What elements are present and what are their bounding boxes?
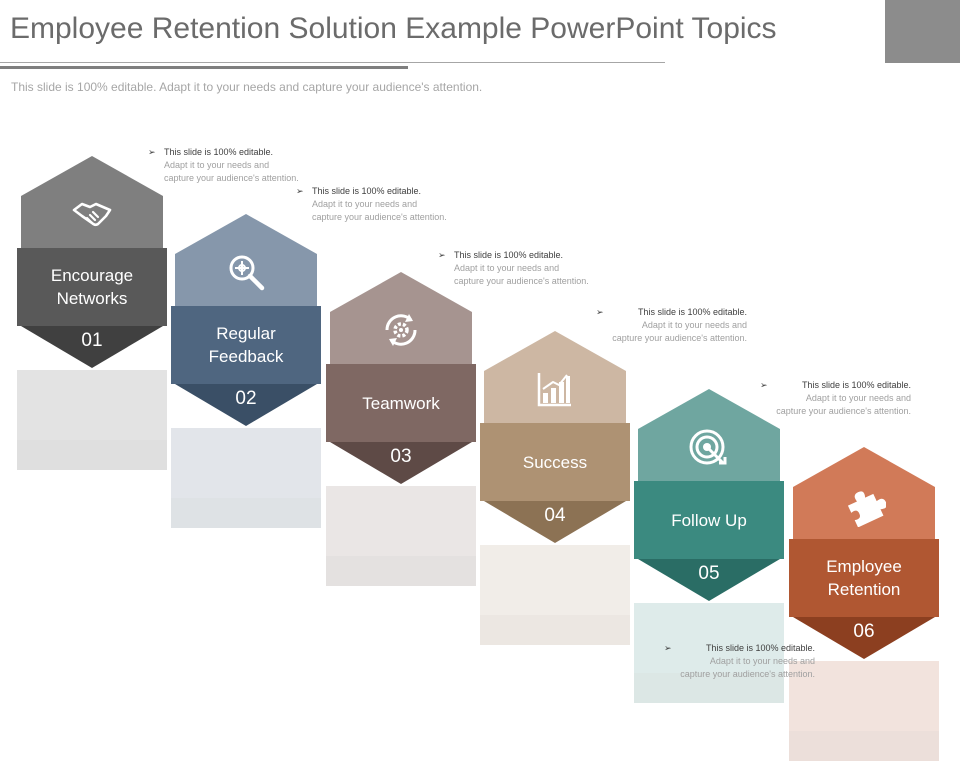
note-line2: Adapt it to your needs and capture your … [612, 320, 747, 343]
step-hexagon [330, 272, 472, 372]
step-shape [634, 389, 784, 601]
note-arrow-icon: ➢ [148, 147, 156, 157]
step-number: 03 [390, 446, 412, 467]
title-rule-thin [0, 62, 665, 63]
note-line1: This slide is 100% editable. [164, 147, 274, 157]
step-6: Employee Retention 06 [789, 447, 939, 761]
note-step-4: ➢ This slide is 100% editable. Adapt it … [596, 306, 747, 345]
step-hexagon [175, 214, 317, 314]
step-shape [17, 156, 167, 368]
step-number: 04 [544, 505, 566, 526]
slide-title: Employee Retention Solution Example Powe… [10, 12, 777, 45]
step-bar [326, 364, 476, 442]
note-line1: This slide is 100% editable. [705, 643, 815, 653]
step-label: Employee Retention [826, 557, 902, 599]
title-rule-thick [0, 66, 408, 69]
step-bar [789, 539, 939, 617]
step-label: Success [522, 452, 588, 472]
note-line2: Adapt it to your needs and capture your … [312, 199, 447, 222]
slide-subtitle: This slide is 100% editable. Adapt it to… [11, 80, 483, 94]
step-chevron [638, 559, 780, 601]
bar-chart-icon [533, 367, 577, 411]
step-1: Encourage Networks 01 [17, 156, 167, 470]
note-line1: This slide is 100% editable. [637, 307, 747, 317]
note-arrow-icon: ➢ [296, 186, 304, 196]
note-arrow-icon: ➢ [596, 307, 604, 317]
step-chevron [793, 617, 935, 659]
note-line2: Adapt it to your needs and capture your … [776, 393, 911, 416]
corner-block [885, 0, 960, 63]
step-bar [171, 306, 321, 384]
step-label: Follow Up [671, 510, 747, 530]
step-chevron [175, 384, 317, 426]
step-2: Regular Feedback 02 [171, 214, 321, 528]
step-shape [480, 331, 630, 543]
handshake-icon [70, 192, 114, 236]
step-shape [326, 272, 476, 484]
step-number: 01 [81, 330, 103, 351]
note-step-5: ➢ This slide is 100% editable. Adapt it … [760, 379, 911, 418]
step-number: 06 [853, 621, 875, 642]
note-step-2: ➢ This slide is 100% editable. Adapt it … [296, 185, 447, 224]
note-step-3: ➢ This slide is 100% editable. Adapt it … [438, 249, 589, 288]
step-chevron [484, 501, 626, 543]
note-line1: This slide is 100% editable. [454, 250, 564, 260]
step-hexagon [638, 389, 780, 489]
note-arrow-icon: ➢ [760, 380, 768, 390]
note-line2: Adapt it to your needs and capture your … [164, 160, 299, 183]
step-number: 05 [698, 563, 720, 584]
magnifier-icon [224, 250, 268, 294]
step-chevron [21, 326, 163, 368]
note-line2: Adapt it to your needs and capture your … [454, 263, 589, 286]
step-bar [17, 248, 167, 326]
step-hexagon [484, 331, 626, 431]
step-shape [171, 214, 321, 426]
step-number: 02 [235, 388, 257, 409]
note-step-1: ➢ This slide is 100% editable. Adapt it … [148, 146, 299, 185]
step-bar [480, 423, 630, 501]
note-line2: Adapt it to your needs and capture your … [680, 656, 815, 679]
step-4: Success 04 [480, 331, 630, 645]
note-line1: This slide is 100% editable. [801, 380, 911, 390]
note-line1: This slide is 100% editable. [312, 186, 422, 196]
target-icon [687, 425, 731, 469]
note-arrow-icon: ➢ [664, 643, 672, 653]
note-step-6: ➢ This slide is 100% editable. Adapt it … [664, 642, 815, 681]
step-bar [634, 481, 784, 559]
step-label: Teamwork [362, 393, 440, 413]
step-label: Regular Feedback [208, 324, 284, 366]
gear-cycle-icon [379, 308, 423, 352]
step-5: Follow Up 05 [634, 389, 784, 703]
step-label: Encourage Networks [50, 266, 134, 308]
note-arrow-icon: ➢ [438, 250, 446, 260]
step-chevron [330, 442, 472, 484]
step-3: Teamwork 03 [326, 272, 476, 586]
puzzle-icon [842, 483, 887, 528]
